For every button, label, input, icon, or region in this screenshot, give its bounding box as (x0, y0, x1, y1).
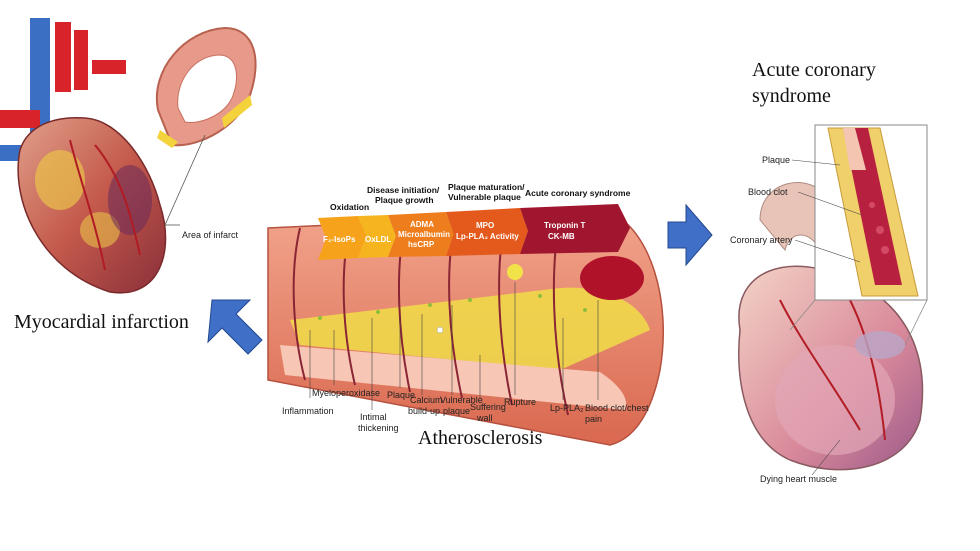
atherosclerosis-caption: Atherosclerosis (418, 427, 543, 449)
biomarker-band (318, 204, 630, 260)
dying-muscle-pointer (811, 439, 841, 476)
arrow-to-myocardial-infarction-icon (207, 299, 263, 355)
label-blood-clot-chest-pain: Blood clot/chest pain (585, 403, 651, 424)
inset-connector-line-2 (904, 299, 928, 346)
inset-connector-line (789, 299, 816, 331)
label-plaque: Plaque (387, 390, 415, 400)
artery-progression-illustration (267, 211, 664, 446)
biomarker-mpo-group: MPO Lp-PLA₂ Activity (456, 221, 519, 241)
stage-label-initiation: Disease initiation/ Plaque growth (367, 185, 442, 205)
coronary-artery-pointer (794, 239, 861, 263)
area-of-infarct-label: Area of infarct (182, 230, 239, 240)
label-vulnerable-plaque: Vulnerable plaque (440, 395, 485, 416)
plaque-pointer (791, 159, 841, 166)
biomarker-chevron (388, 212, 454, 257)
label-myeloperoxidase: Myeloperoxidase (312, 388, 380, 398)
label-suffering-wall: Suffering wall (470, 402, 508, 423)
biomarker-chevron (318, 216, 366, 260)
bottom-label-pointers (309, 282, 599, 410)
stage-label-acute: Acute coronary syndrome (525, 188, 631, 198)
biomarker-oxldl: OxLDL (365, 235, 391, 244)
label-plaque-right: Plaque (762, 155, 790, 165)
biomarker-chevron (446, 208, 528, 256)
biomarker-chevron (358, 215, 396, 258)
infarct-pointer-line (164, 134, 206, 226)
right-heart-illustration (738, 182, 924, 471)
biomarker-chevron (520, 204, 630, 254)
label-intimal-thickening: Intimal thickening (358, 412, 399, 433)
artery-inset-box (814, 124, 928, 301)
label-inflammation: Inflammation (282, 406, 334, 416)
myocardial-infarction-title: Myocardial infarction (14, 311, 189, 333)
ventricle-cross-section (155, 26, 257, 148)
stage-label-oxidation: Oxidation (330, 202, 369, 212)
biomarker-adma-group: ADMA Microalbumin hsCRP (398, 220, 452, 249)
blood-clot-pointer (797, 191, 863, 216)
biomarker-isoprostanes: F₂-IsoPs (323, 235, 356, 244)
label-dying-heart-muscle: Dying heart muscle (760, 474, 837, 484)
label-rupture: Rupture (504, 397, 536, 407)
label-lp-pla2: Lp-PLA₂ (550, 403, 584, 413)
biomarker-troponin-group: Troponin T CK-MB (544, 221, 588, 241)
acs-title: Acute coronary syndrome (752, 59, 881, 107)
label-calcium-build-up: Calcium build-up (408, 395, 445, 416)
label-coronary-artery: Coronary artery (730, 235, 793, 245)
stage-label-maturation: Plaque maturation/ Vulnerable plaque (448, 182, 527, 202)
left-heart-illustration (0, 18, 167, 294)
arrow-to-acute-coronary-syndrome-icon (667, 203, 713, 267)
label-blood-clot: Blood clot (748, 187, 788, 197)
